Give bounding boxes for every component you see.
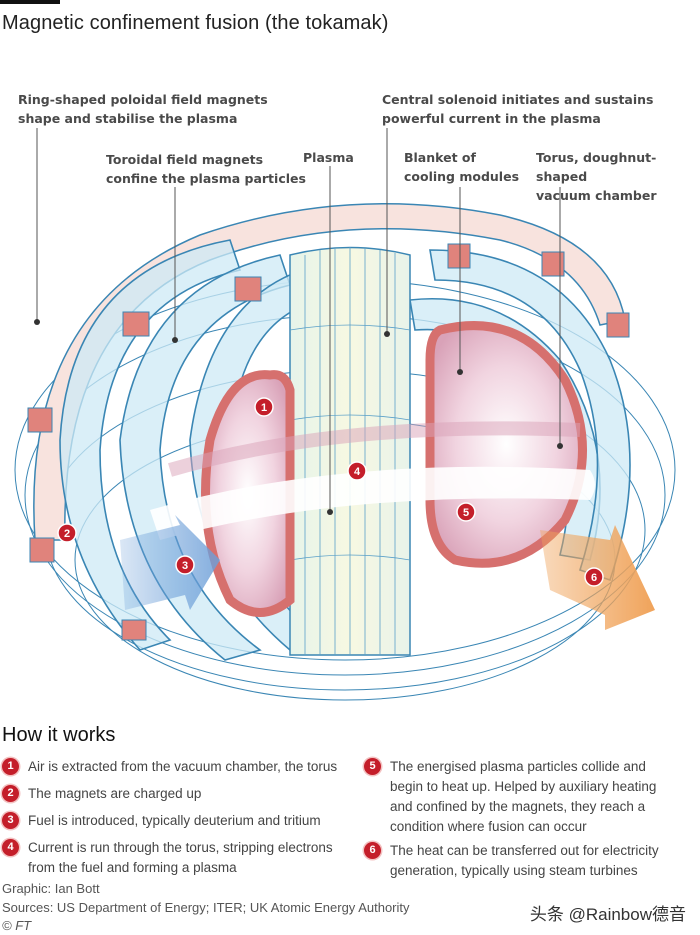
watermark: 头条 @Rainbow德音 bbox=[529, 905, 686, 924]
step-text: and confined by the magnets, they reach … bbox=[390, 799, 646, 814]
svg-text:3: 3 bbox=[182, 560, 188, 572]
step-badge: 4 bbox=[2, 839, 19, 856]
step-text: Current is run through the torus, stripp… bbox=[28, 840, 333, 855]
svg-text:4: 4 bbox=[354, 466, 361, 478]
marker-4: 4 bbox=[347, 461, 367, 481]
callout-line: Central solenoid initiates and sustains bbox=[382, 92, 654, 107]
marker-3: 3 bbox=[175, 555, 195, 575]
step-markers: 1 2 3 4 5 6 bbox=[57, 397, 604, 587]
callout-line: Ring-shaped poloidal field magnets bbox=[18, 92, 268, 107]
step-badge: 6 bbox=[364, 842, 381, 859]
header-accent-bar bbox=[0, 0, 60, 4]
copyright: © FT bbox=[2, 918, 32, 933]
plasma-glow bbox=[168, 421, 581, 477]
step-badge: 5 bbox=[364, 758, 381, 775]
callout-line: shape and stabilise the plasma bbox=[18, 111, 238, 126]
step-item-1: 1 Air is extracted from the vacuum chamb… bbox=[2, 757, 362, 777]
step-text: condition where fusion can occur bbox=[390, 819, 587, 834]
page-title: Magnetic confinement fusion (the tokamak… bbox=[2, 12, 389, 34]
callout-line: Toroidal field magnets bbox=[106, 152, 264, 167]
svg-text:5: 5 bbox=[463, 507, 469, 519]
sources-credit: Sources: US Department of Energy; ITER; … bbox=[2, 900, 410, 915]
callout-line: Plasma bbox=[303, 150, 354, 165]
step-text: The energised plasma particles collide a… bbox=[390, 759, 646, 774]
callout-plasma: Plasma bbox=[303, 148, 354, 167]
callout-line: Blanket of bbox=[404, 150, 476, 165]
step-text: from the fuel and forming a plasma bbox=[28, 860, 237, 875]
step-text: The magnets are charged up bbox=[28, 786, 202, 801]
fuel-arrow bbox=[120, 515, 220, 610]
step-badge: 3 bbox=[2, 812, 19, 829]
graphic-credit: Graphic: Ian Bott bbox=[2, 881, 100, 896]
tokamak-illustration: 1 2 3 4 5 6 bbox=[14, 128, 676, 701]
step-text: Air is extracted from the vacuum chamber… bbox=[28, 759, 338, 774]
step-item-3: 3 Fuel is introduced, typically deuteriu… bbox=[2, 811, 362, 831]
callout-line: cooling modules bbox=[404, 169, 520, 184]
step-text: The heat can be transferred out for elec… bbox=[390, 843, 659, 858]
svg-text:1: 1 bbox=[261, 402, 267, 414]
step-item-4: 4 Current is run through the torus, stri… bbox=[2, 838, 362, 878]
callout-blanket: Blanket of cooling modules bbox=[404, 148, 519, 186]
callout-line: confine the plasma particles bbox=[106, 171, 306, 186]
how-it-works-title: How it works bbox=[2, 724, 116, 746]
callout-central-solenoid: Central solenoid initiates and sustains … bbox=[382, 90, 653, 128]
marker-1: 1 bbox=[254, 397, 274, 417]
callout-toroidal-magnets: Toroidal field magnets confine the plasm… bbox=[106, 150, 306, 188]
callout-leader-lines bbox=[36, 128, 561, 512]
callout-line: Torus, doughnut-shaped bbox=[536, 150, 657, 184]
step-item-6: 6 The heat can be transferred out for el… bbox=[364, 841, 700, 881]
callout-line: powerful current in the plasma bbox=[382, 111, 601, 126]
marker-6: 6 bbox=[584, 567, 604, 587]
step-badge: 1 bbox=[2, 758, 19, 775]
leader-dots bbox=[34, 319, 563, 515]
plasma-ring bbox=[150, 466, 595, 540]
callout-line: vacuum chamber bbox=[536, 188, 657, 203]
callout-torus: Torus, doughnut-shaped vacuum chamber bbox=[536, 148, 700, 205]
central-solenoid bbox=[289, 246, 411, 656]
step-text: begin to heat up. Helped by auxiliary he… bbox=[390, 779, 657, 794]
step-item-5: 5 The energised plasma particles collide… bbox=[364, 757, 700, 837]
marker-2: 2 bbox=[57, 523, 77, 543]
step-text: Fuel is introduced, typically deuterium … bbox=[28, 813, 321, 828]
callout-poloidal-magnets: Ring-shaped poloidal field magnets shape… bbox=[18, 90, 268, 128]
svg-text:2: 2 bbox=[64, 528, 70, 540]
step-text: generation, typically using steam turbin… bbox=[390, 863, 638, 878]
marker-5: 5 bbox=[456, 502, 476, 522]
svg-text:6: 6 bbox=[591, 572, 597, 584]
step-item-2: 2 The magnets are charged up bbox=[2, 784, 362, 804]
step-badge: 2 bbox=[2, 785, 19, 802]
magnet-blocks bbox=[27, 243, 630, 641]
